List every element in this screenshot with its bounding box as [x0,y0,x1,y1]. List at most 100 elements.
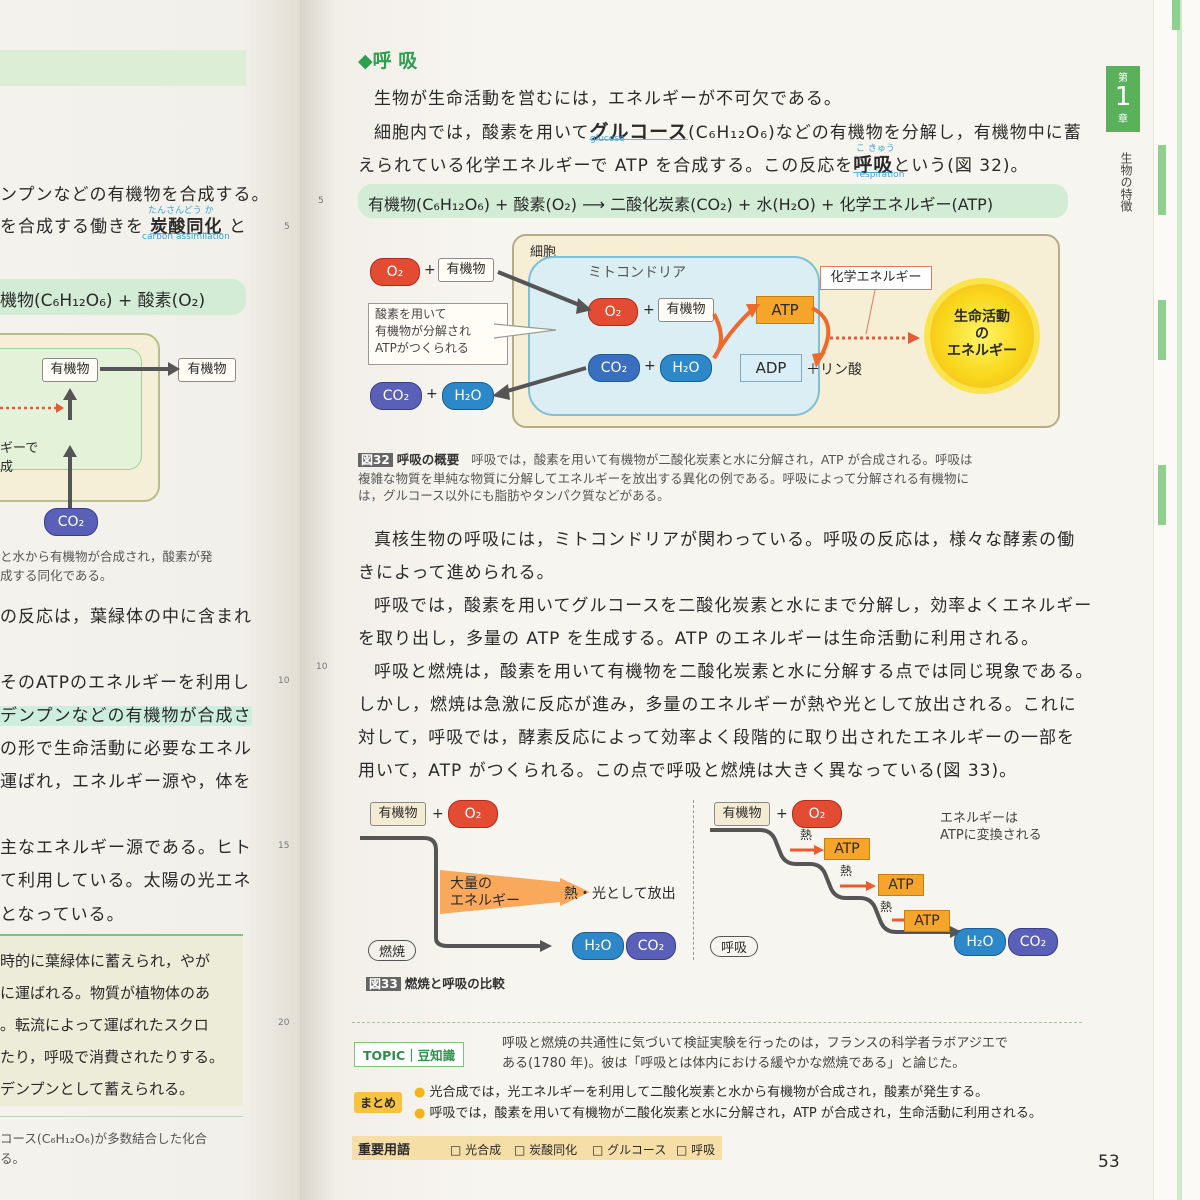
body-line: きによって進められる。 [358,563,555,583]
co2-chip: CO₂ [588,354,640,382]
section-heading: ◆呼 吸 [358,50,418,72]
left-line: そのATPのエネルギーを利用し [0,673,250,693]
co2-chip: CO₂ [626,932,676,960]
o2-chip: O₂ [448,800,498,828]
left-line: を合成する働きを 炭酸同化 と [0,217,247,237]
kokyu-term: 呼吸 [853,154,894,176]
topic-text: 呼吸と燃焼の共通性に気づいて検証実験を行ったのは，フランスの科学者ラボアジエで [502,1036,1008,1051]
topic-label: TOPIC｜豆知識 [354,1042,465,1067]
edge-strip [1177,0,1182,1200]
left-line: の形で生命活動に必要なエネル [0,739,252,759]
keyword: □ 呼吸 [676,1143,716,1157]
atp-box: ATP [824,838,870,860]
left-box-text: 時的に葉緑体に蓄えられ，やが [0,952,211,970]
left-page: ンプンなどの有機物を合成する。 を合成する働きを 炭酸同化 と たんさんどう か… [0,0,300,1200]
yukibutsu-label: 有機物 [370,802,426,826]
chapter-tab: 第 1 章 [1106,66,1140,132]
left-box-text: デンプンとして蓄えられる。 [0,1080,195,1098]
mitochondria-label: ミトコンドリア [588,265,686,281]
netsu-label: 熱 [840,864,853,878]
left-box-text: たり，呼吸で消費されたりする。 [0,1048,224,1066]
right-page: 第 1 章 生物の特徴 ◆呼 吸 生物が生命活動を営むには，エネルギーが不可欠で… [300,0,1200,1200]
h2o-chip: H₂O [660,354,712,382]
fig33-combustion-path [360,836,590,952]
keyword: □ 炭酸同化 [514,1143,578,1157]
fig33-divider [693,800,694,960]
ruby: たんさんどう か [148,206,214,216]
edge-tab [1158,300,1166,360]
line-number: 5 [284,222,290,232]
left-note: 成 [0,460,14,475]
adp-box: ADP [740,354,802,382]
rin-label: ＋リン酸 [806,362,862,378]
chapter-tab-top: 第 [1118,73,1128,84]
left-line: て利用している。太陽の光エネ [0,871,252,891]
page-number: 53 [1098,1152,1120,1172]
left-box [0,934,243,1106]
line-number: 10 [316,662,328,672]
body-line: 対して，呼吸では，酵素反応によって効率よく段階的に取り出されたエネルギーの一部を [358,728,1075,748]
energy-sun [930,284,1034,388]
matome-item: ● 呼吸では，酸素を用いて有機物が二酸化炭素と水に分解され，ATP が合成され，… [414,1106,1042,1121]
keyword: □ グルコース [592,1143,667,1157]
left-diagram-arrows [0,362,180,510]
plus-sign: + [643,302,655,318]
english-term: respiration [856,170,905,180]
co2-chip: CO₂ [1008,928,1058,956]
plus-sign: + [432,806,444,822]
netsu-label: 熱 [880,900,893,914]
yukibutsu-label: 有機物 [42,358,98,382]
left-line: デンプンなどの有機物が合成さ [0,706,252,726]
plus-sign: + [426,386,438,402]
left-footnote-rule [0,1116,243,1117]
fig-title: 呼吸の概要 [396,452,460,467]
co2-chip: CO₂ [44,508,98,536]
edge-tab [1158,145,1166,215]
line-number: 15 [278,841,290,851]
equation-box [358,184,1068,218]
fig-title: 燃焼と呼吸の比較 [404,976,505,991]
line-number: 5 [318,196,324,206]
energy-note: エネルギーは ATPに変換される [940,811,1042,843]
fig32-caption: 複雑な物質を単純な物質に分解してエネルギーを放出する異化の例である。呼吸によって… [358,471,970,486]
nensho-label: 燃焼 [368,940,417,961]
netsu-label: 熱 [800,828,813,842]
tairyo-label: 大量の エネルギー [450,876,520,909]
yukibutsu-label: 有機物 [714,802,770,826]
yukibutsu-label: 有機物 [178,358,236,382]
paragraph-line: 生物が生命活動を営むには，エネルギーが不可欠である。 [374,89,842,109]
left-line: 運ばれ，エネルギー源や，体を [0,772,252,792]
plus-sign: + [644,358,656,374]
left-footnote: る。 [0,1151,26,1166]
left-box-text: に運ばれる。物質が植物体のあ [0,984,211,1002]
left-line: 主なエネルギー源である。ヒト [0,838,252,858]
body-line: 呼吸と燃焼は，酸素を用いて有機物を二酸化炭素と水に分解する点では同じ現象である。 [374,662,1094,682]
left-note: ギーで [0,441,39,456]
fig33-respiration-path [710,828,990,938]
line-number: 20 [278,1018,290,1028]
left-line: となっている。 [0,905,125,925]
kokyu-label: 呼吸 [710,936,759,957]
left-equation-box [0,279,246,315]
paragraph-line: 細胞内では，酸素を用いてグルコース(C₆H₁₂O₆)などの有機物を分解し，有機物… [374,121,1082,143]
topic-rule [352,1022,1082,1023]
left-box-text: 。転流によって運ばれたスクロ [0,1016,209,1034]
yukibutsu-label: 有機物 [438,258,494,282]
body-line: 呼吸では，酸素を用いてグルコースを二酸化炭素と水にまで分解し，効率よくエネルギー [374,596,1093,616]
o2-chip: O₂ [588,298,638,326]
fig32-caption: 図32 呼吸の概要 呼吸では，酸素を用いて有機物が二酸化炭素と水に分解され，AT… [358,451,973,469]
edge-tab [1158,465,1166,525]
plus-sign: + [776,806,788,822]
h2o-chip: H₂O [572,932,624,960]
h2o-chip: H₂O [442,382,494,410]
edge-tab [1172,0,1180,30]
mitochondria-box [528,256,820,416]
fig-tag: 図32 [358,453,393,467]
atp-box: ATP [904,910,950,932]
keywords-bar [352,1136,722,1160]
h2o-chip: H₂O [954,928,1006,956]
co2-chip: CO₂ [370,382,422,410]
fig33-caption: 図33 燃焼と呼吸の比較 [366,973,505,992]
fig32-arrows [492,270,920,400]
ruby: こ きゅう [856,144,895,154]
